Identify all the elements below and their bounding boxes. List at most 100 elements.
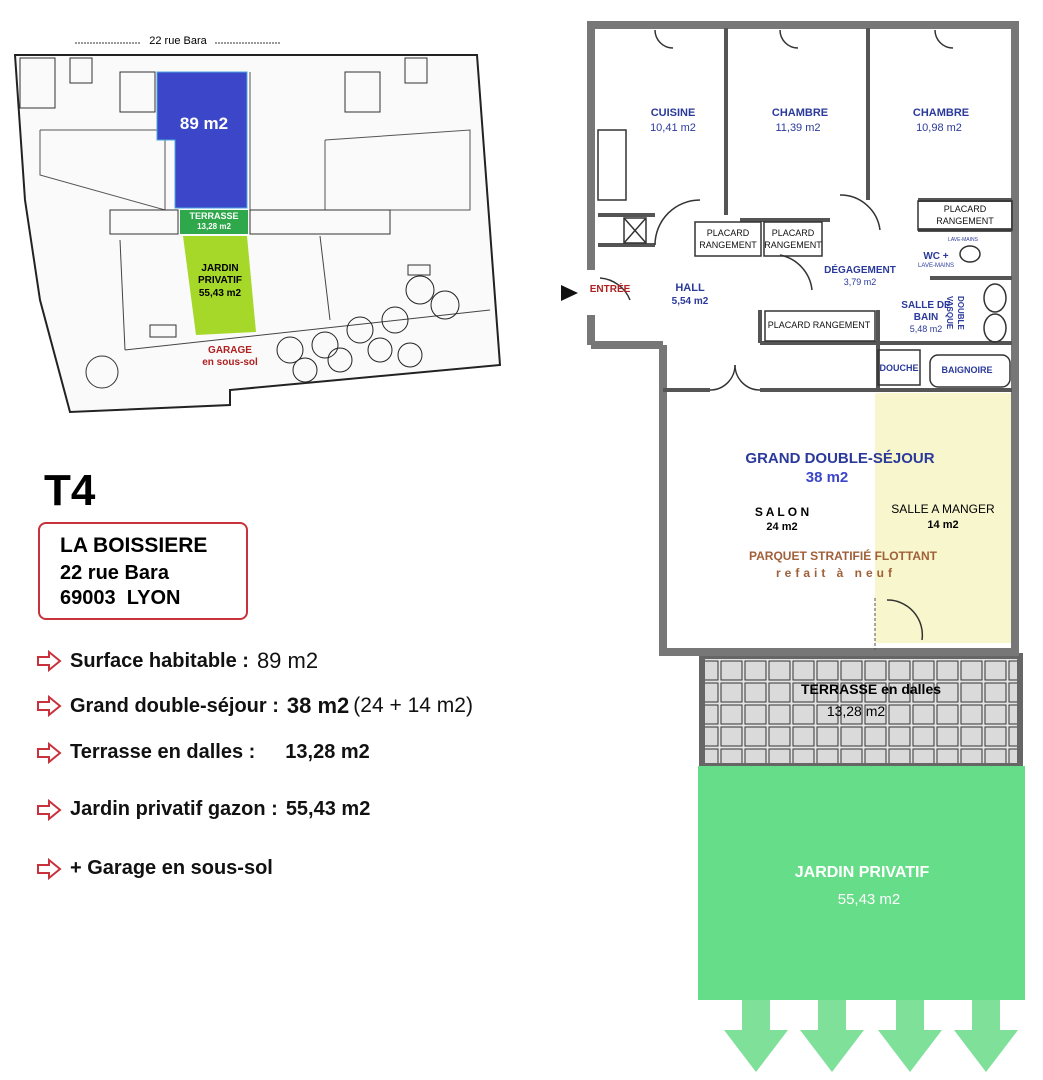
round-planter xyxy=(85,355,119,389)
garden-arrows xyxy=(724,1000,1018,1072)
trees xyxy=(276,275,460,383)
neighbor-apartment xyxy=(324,129,471,211)
apartment-area-label: 89 m2 xyxy=(179,114,229,133)
placard-label: RANGEMENT xyxy=(699,240,757,250)
garden-area xyxy=(698,766,1025,1000)
garden-label-1: JARDIN xyxy=(201,263,239,274)
terrace-label: TERRASSE xyxy=(189,211,239,221)
placard-label: RANGEMENT xyxy=(936,216,994,226)
garden-area: 55,43 m2 xyxy=(198,288,242,299)
entree-label: ENTRÉE xyxy=(589,284,631,295)
room-sdb-name-1: SALLE DE xyxy=(901,300,951,311)
arrow-down-icon xyxy=(878,1000,942,1072)
building-block xyxy=(19,57,56,109)
room-chambre2-name: CHAMBRE xyxy=(912,107,970,119)
arrow-right-icon xyxy=(37,650,62,672)
feature-label: Surface habitable : xyxy=(70,649,249,672)
terrasse-area: 13,28 m2 xyxy=(826,703,886,719)
feature-garage: + Garage en sous-sol xyxy=(36,857,273,880)
neighbor-terrace xyxy=(109,209,179,235)
garden-boundary xyxy=(319,235,331,321)
salle-manger-area: 14 m2 xyxy=(927,519,959,531)
sejour-area: 38 m2 xyxy=(805,469,849,486)
feature-label: Terrasse en dalles : xyxy=(70,741,256,763)
room-hall-area: 5,54 m2 xyxy=(671,296,709,307)
feature-extra: (24 + 14 m2) xyxy=(353,694,473,717)
feature-label: + Garage en sous-sol xyxy=(70,857,273,879)
apartment-type: T4 xyxy=(44,466,96,515)
arrow-down-icon xyxy=(954,1000,1018,1072)
stair xyxy=(404,57,428,84)
feature-label: Grand double-séjour : xyxy=(70,694,279,717)
address-name: LA BOISSIERE xyxy=(60,534,208,557)
sejour-title: GRAND DOUBLE-SÉJOUR xyxy=(745,450,935,467)
feature-value: 89 m2 xyxy=(256,648,319,673)
room-sdb-name-2: BAIN xyxy=(913,312,939,323)
salon-area: 24 m2 xyxy=(766,521,798,533)
arrow-right-icon xyxy=(37,695,62,717)
room-chambre1-name: CHAMBRE xyxy=(771,107,829,119)
garden-boundary xyxy=(119,239,126,351)
garage-label: GARAGE xyxy=(208,345,252,356)
floor-note-sub: refait à neuf xyxy=(775,566,897,580)
feature-value: 13,28 m2 xyxy=(285,741,370,763)
garden-label-2: PRIVATIF xyxy=(197,275,243,286)
room-hall-name: HALL xyxy=(675,282,705,294)
arrow-right-icon xyxy=(37,741,62,764)
feature-value: 38 m2 xyxy=(286,693,350,718)
placard-label: PLACARD xyxy=(943,204,987,214)
feature-terrasse: Terrasse en dalles : 13,28 m2 xyxy=(36,741,370,764)
address-street: 22 rue Bara xyxy=(60,562,169,584)
stair xyxy=(119,71,156,113)
arrow-right-icon xyxy=(37,798,62,821)
jardin-area: 55,43 m2 xyxy=(837,891,901,908)
room-wc-sub: LAVE-MAINS xyxy=(918,263,954,269)
street-label: 22 rue Bara xyxy=(149,35,207,47)
site-plan-drawing xyxy=(13,42,502,414)
room-degagement-area: 3,79 m2 xyxy=(843,277,877,287)
feature-label: Jardin privatif gazon : xyxy=(70,798,278,820)
dining-area xyxy=(875,393,1013,643)
floor-note: PARQUET STRATIFIÉ FLOTTANT xyxy=(749,549,937,563)
address-city: 69003 LYON xyxy=(60,587,181,609)
double-vasque-label-2: VASQUE xyxy=(945,296,954,330)
double-vasque-label-1: DOUBLE xyxy=(956,296,965,330)
room-chambre1-area: 11,39 m2 xyxy=(775,122,821,134)
placard-label: RANGEMENT xyxy=(764,240,822,250)
terrace-area: 13,28 m2 xyxy=(197,222,231,231)
arrow-right-icon xyxy=(37,857,62,880)
room-degagement-name: DÉGAGEMENT xyxy=(824,265,896,276)
terrace-highlight xyxy=(180,210,248,234)
salon-name: S A L O N xyxy=(754,505,810,519)
address-box: LA BOISSIERE 22 rue Bara 69003 LYON xyxy=(38,522,248,620)
arrow-down-icon xyxy=(800,1000,864,1072)
apartment-highlight xyxy=(156,71,248,209)
placard-label: PLACARD xyxy=(706,228,750,238)
room-cuisine-name: CUISINE xyxy=(650,107,696,119)
placard-label: PLACARD xyxy=(771,228,815,238)
baignoire-label: BAIGNOIRE xyxy=(941,365,993,375)
room-cuisine-area: 10,41 m2 xyxy=(650,122,696,134)
stair xyxy=(344,71,381,113)
feature-jardin: Jardin privatif gazon : 55,43 m2 xyxy=(36,798,370,821)
feature-sejour: Grand double-séjour : 38 m2 (24 + 14 m2) xyxy=(36,693,473,719)
room-wc-name: WC + xyxy=(923,251,949,262)
terrasse-name: TERRASSE en dalles xyxy=(800,681,942,697)
garden-highlight xyxy=(183,236,256,335)
garage-sub: en sous-sol xyxy=(202,357,258,368)
room-chambre2-area: 10,98 m2 xyxy=(916,122,962,134)
salle-manger-name: SALLE A MANGER xyxy=(891,502,995,516)
stair xyxy=(69,57,93,84)
douche-label: DOUCHE xyxy=(879,363,919,373)
garden-boundary xyxy=(124,309,491,351)
entry-arrow-icon xyxy=(561,285,578,301)
lave-mains-label: LAVE-MAINS xyxy=(948,237,978,243)
feature-surface: Surface habitable : 89 m2 xyxy=(36,648,318,674)
jardin-name: JARDIN PRIVATIF xyxy=(794,864,930,881)
placard-long-label: PLACARD RANGEMENT xyxy=(767,320,871,330)
planter xyxy=(149,324,177,338)
room-sdb-area: 5,48 m2 xyxy=(909,324,943,334)
feature-value: 55,43 m2 xyxy=(285,798,371,820)
planter xyxy=(407,264,431,276)
arrow-down-icon xyxy=(724,1000,788,1072)
